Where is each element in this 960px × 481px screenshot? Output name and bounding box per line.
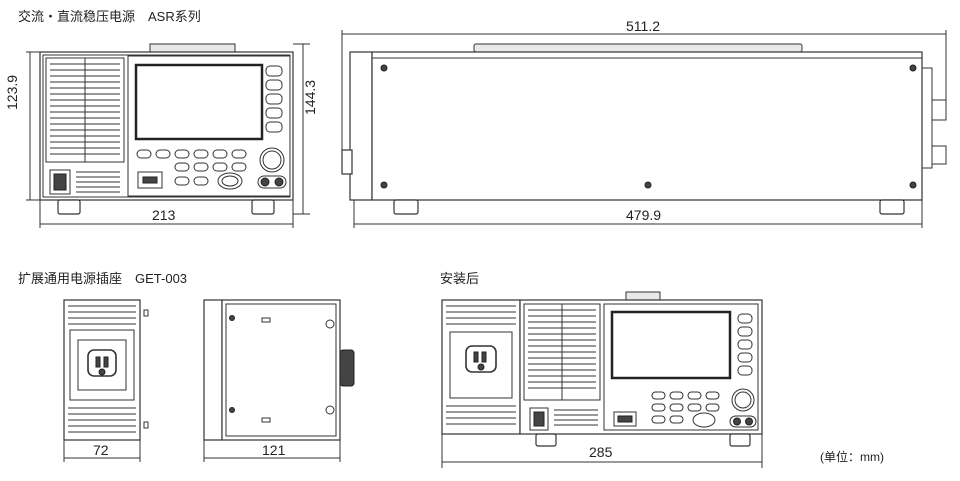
front-view [26, 43, 310, 228]
unit-note: (单位：mm) [820, 450, 884, 464]
socket-front-view [63, 299, 149, 462]
dim-front-width: 213 [152, 207, 176, 223]
dim-socket-width: 72 [93, 442, 109, 458]
socket-side-view [203, 299, 355, 462]
title-asr-series: 交流・直流稳压电源 ASR系列 [18, 9, 201, 24]
installed-view [441, 291, 763, 468]
title-installed: 安装后 [440, 271, 480, 286]
dim-side-depth-total: 511.2 [626, 18, 660, 34]
dim-side-depth-body: 479.9 [626, 207, 662, 223]
dim-socket-depth: 121 [262, 442, 286, 458]
dim-installed-width: 285 [589, 444, 613, 460]
side-view [341, 30, 947, 228]
title-socket: 扩展通用电源插座 GET-003 [18, 271, 188, 286]
